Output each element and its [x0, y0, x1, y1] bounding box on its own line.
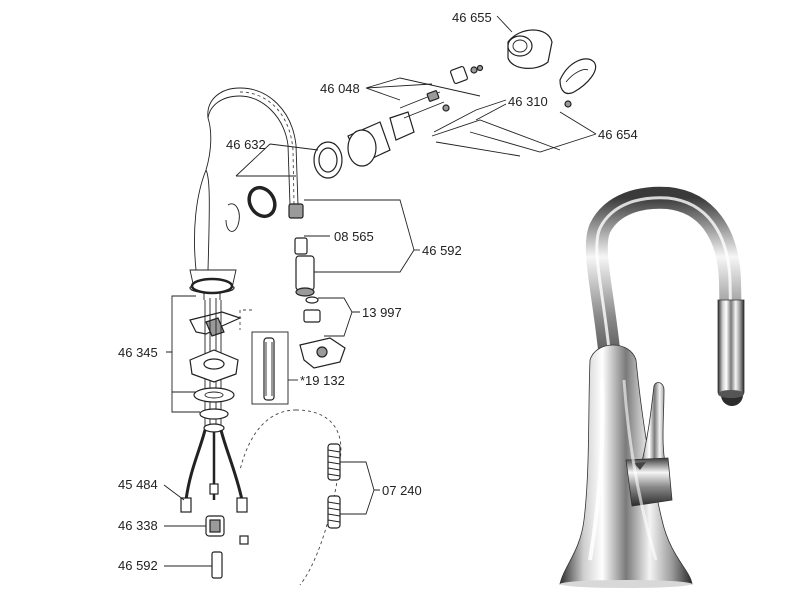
part-labels: 46 655 46 048 46 310 46 654 46 632 08 56…	[118, 10, 638, 573]
supply-hose-left	[184, 429, 207, 501]
tool-frame	[251, 331, 289, 405]
spout-hose-dashed	[239, 91, 295, 206]
hose-adapter	[295, 255, 315, 291]
hose-weights	[327, 443, 341, 529]
faucet-body	[559, 344, 693, 585]
label-46654: 46 654	[598, 127, 638, 142]
faucet-spray-head	[717, 299, 745, 399]
diagram-drawing: 46 655 46 048 46 310 46 654 46 632 08 56…	[118, 10, 638, 586]
label-46310: 46 310	[508, 94, 548, 109]
hose-loop-dashed	[239, 409, 342, 586]
cap-part	[507, 29, 553, 69]
label-08565: 08 565	[334, 229, 374, 244]
label-46345: 46 345	[118, 345, 158, 360]
label-46632: 46 632	[226, 137, 266, 152]
hose-connector-part	[211, 551, 223, 579]
label-46592-lower: 46 592	[118, 558, 158, 573]
spray-connector	[288, 203, 304, 219]
leader-lines	[163, 15, 597, 567]
label-19132: *19 132	[300, 373, 345, 388]
lever-handle-part	[559, 58, 597, 95]
faucet-product-image	[559, 186, 745, 588]
supply-hose-right	[219, 429, 244, 501]
o-ring	[247, 185, 277, 219]
label-45484: 45 484	[118, 477, 158, 492]
label-46592-upper: 46 592	[422, 243, 462, 258]
cartridge-assembly	[313, 64, 484, 179]
label-46655: 46 655	[452, 10, 492, 25]
label-13997: 13 997	[362, 305, 402, 320]
label-46048: 46 048	[320, 81, 360, 96]
label-07240: 07 240	[382, 483, 422, 498]
label-46338: 46 338	[118, 518, 158, 533]
